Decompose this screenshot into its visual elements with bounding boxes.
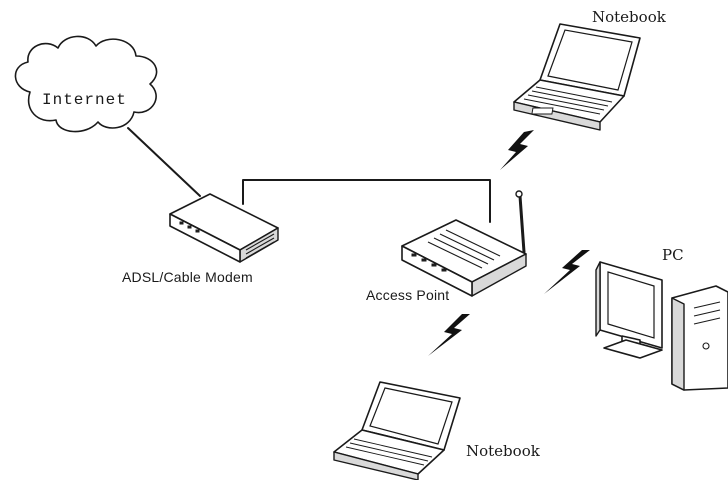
modem-access-point-link bbox=[242, 179, 491, 223]
pc-icon bbox=[595, 261, 728, 391]
access-point-label: Access Point bbox=[366, 287, 450, 303]
modem-label: ADSL/Cable Modem bbox=[122, 269, 253, 285]
wireless-signal-icon-bottom bbox=[428, 314, 470, 356]
notebook-bottom-icon bbox=[333, 381, 461, 480]
internet-cloud-icon bbox=[14, 35, 158, 133]
wireless-signal-icon-top bbox=[500, 130, 534, 170]
notebook-bottom-label: Notebook bbox=[466, 442, 540, 460]
notebook-top-icon bbox=[513, 23, 641, 131]
internet-modem-link bbox=[127, 127, 201, 197]
access-point-icon bbox=[401, 190, 527, 297]
wireless-signal-icon-right bbox=[544, 250, 590, 294]
internet-label: Internet bbox=[42, 91, 127, 109]
modem-icon bbox=[169, 193, 279, 263]
notebook-top-label: Notebook bbox=[592, 8, 666, 26]
pc-label: PC bbox=[662, 246, 684, 264]
